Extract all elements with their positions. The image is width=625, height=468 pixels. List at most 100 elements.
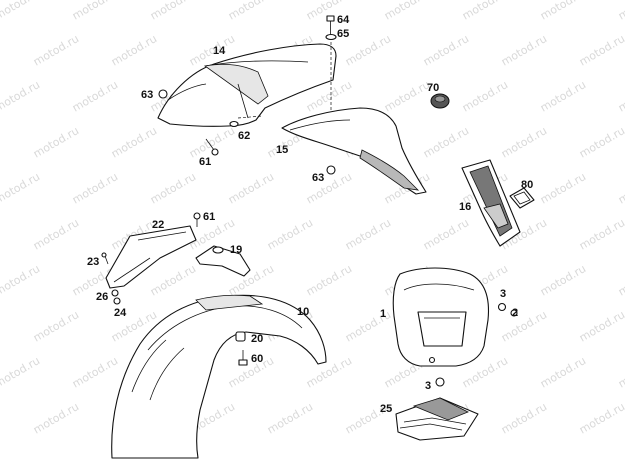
spacer-20	[235, 331, 246, 342]
label-22: 22	[152, 219, 164, 231]
label-23: 23	[87, 256, 99, 268]
watermark-text: motod.ru	[421, 32, 471, 68]
label-15: 15	[276, 144, 288, 156]
watermark-text: motod.ru	[226, 0, 276, 23]
reflector-80	[509, 187, 535, 209]
watermark-text: motod.ru	[31, 216, 81, 252]
screw-60	[238, 350, 248, 366]
watermark-text: motod.ru	[499, 308, 549, 344]
watermark-text: motod.ru	[109, 124, 159, 160]
label-63a: 63	[141, 89, 153, 101]
label-60: 60	[251, 353, 263, 365]
part-25	[395, 397, 479, 441]
watermark-text: motod.ru	[382, 78, 432, 114]
watermark-text: motod.ru	[460, 78, 510, 114]
nut-63	[158, 89, 168, 99]
watermark-text: motod.ru	[70, 0, 120, 23]
plate-19	[195, 245, 251, 277]
label-62: 62	[238, 130, 250, 142]
watermark-text: motod.ru	[499, 124, 549, 160]
watermark-text: motod.ru	[70, 78, 120, 114]
label-10: 10	[297, 306, 309, 318]
watermark-text: motod.ru	[304, 262, 354, 298]
label-3b: 3	[425, 380, 431, 392]
nut-24	[113, 297, 121, 305]
tail-number-plate	[461, 159, 521, 247]
watermark-text: motod.ru	[616, 78, 625, 114]
watermark-text: motod.ru	[538, 0, 588, 23]
watermark-text: motod.ru	[148, 262, 198, 298]
watermark-text: motod.ru	[343, 32, 393, 68]
watermark-text: motod.ru	[304, 354, 354, 390]
watermark-text: motod.ru	[616, 170, 625, 206]
nut-3b	[435, 377, 445, 387]
watermark-text: motod.ru	[577, 308, 625, 344]
watermark-text: motod.ru	[538, 354, 588, 390]
watermark-text: motod.ru	[538, 170, 588, 206]
watermark-text: motod.ru	[0, 0, 42, 23]
watermark-text: motod.ru	[616, 354, 625, 390]
watermark-text: motod.ru	[265, 216, 315, 252]
watermark-text: motod.ru	[70, 170, 120, 206]
label-63b: 63	[312, 172, 324, 184]
label-2: 2	[512, 307, 518, 319]
watermark-text: motod.ru	[421, 216, 471, 252]
watermark-text: motod.ru	[382, 0, 432, 23]
watermark-text: motod.ru	[577, 32, 625, 68]
headlight-mask	[392, 267, 490, 367]
label-26: 26	[96, 291, 108, 303]
bolt-64	[325, 15, 337, 41]
label-80: 80	[521, 179, 533, 191]
washer-26	[111, 289, 119, 297]
watermark-text: motod.ru	[226, 170, 276, 206]
washer-62	[229, 120, 239, 128]
bolt-23	[101, 252, 109, 265]
screw-61	[205, 138, 219, 156]
label-19: 19	[230, 244, 242, 256]
watermark-text: motod.ru	[148, 170, 198, 206]
front-fender	[111, 294, 327, 459]
watermark-text: motod.ru	[187, 124, 237, 160]
label-61a: 61	[199, 156, 211, 168]
nut-63b	[326, 165, 336, 175]
label-61b: 61	[203, 211, 215, 223]
label-70: 70	[427, 82, 439, 94]
guide-line	[237, 115, 263, 119]
watermark-text: motod.ru	[460, 0, 510, 23]
label-20: 20	[251, 333, 263, 345]
watermark-text: motod.ru	[421, 124, 471, 160]
label-1: 1	[380, 308, 386, 320]
watermark-text: motod.ru	[0, 354, 42, 390]
watermark-text: motod.ru	[148, 0, 198, 23]
watermark-text: motod.ru	[31, 400, 81, 436]
watermark-text: motod.ru	[265, 400, 315, 436]
watermark-text: motod.ru	[0, 262, 42, 298]
watermark-text: motod.ru	[31, 308, 81, 344]
grommet-70	[430, 93, 450, 109]
watermark-text: motod.ru	[70, 354, 120, 390]
label-16: 16	[459, 201, 471, 213]
label-65: 65	[337, 28, 349, 40]
label-14: 14	[213, 45, 226, 57]
washer-2	[510, 309, 518, 317]
watermark-text: motod.ru	[0, 78, 42, 114]
watermark-text: motod.ru	[577, 124, 625, 160]
watermark-text: motod.ru	[31, 124, 81, 160]
nut-3a	[497, 302, 507, 312]
watermark-text: motod.ru	[538, 262, 588, 298]
label-24: 24	[114, 307, 127, 319]
screw-61b	[193, 212, 201, 227]
watermark-text: motod.ru	[343, 216, 393, 252]
rear-side-panel	[281, 107, 427, 195]
watermark-text: motod.ru	[499, 400, 549, 436]
watermark-text: motod.ru	[616, 262, 625, 298]
label-64: 64	[337, 14, 350, 26]
watermark-text: motod.ru	[577, 400, 625, 436]
label-3a: 3	[500, 288, 506, 300]
watermark-text: motod.ru	[577, 216, 625, 252]
watermark-text: motod.ru	[31, 32, 81, 68]
watermark-text: motod.ru	[616, 0, 625, 23]
label-25: 25	[380, 403, 392, 415]
